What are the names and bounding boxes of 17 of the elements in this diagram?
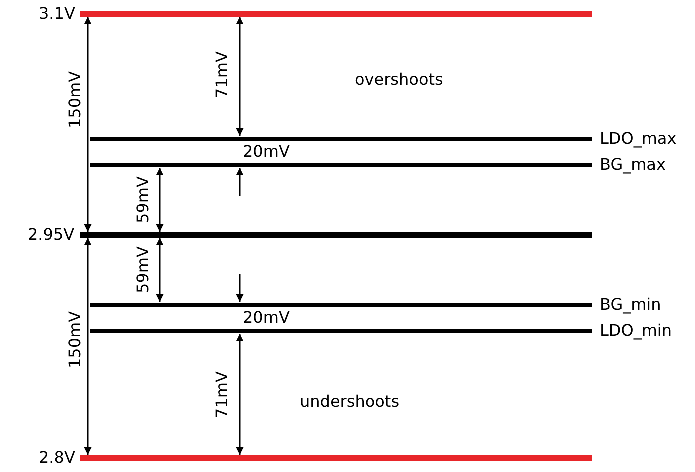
voltage-label: 2.95V (28, 226, 75, 244)
region-label: undershoots (300, 393, 400, 411)
dimension-label: 20mV (243, 143, 290, 161)
dimension-label: 71mV (212, 372, 231, 418)
dimension-label: 59mV (134, 246, 152, 294)
dimension-label: 59mV (134, 176, 152, 224)
voltage-label: 2.8V (39, 449, 76, 467)
level-label: BG_min (600, 296, 662, 314)
dimension-label: 150mV (66, 71, 84, 129)
dimension-label: 71mV (212, 52, 231, 98)
level-label: BG_max (600, 156, 666, 174)
region-label: overshoots (355, 71, 444, 89)
dimension-label: 150mV (66, 311, 84, 369)
level-label: LDO_max (600, 130, 677, 148)
level-label: LDO_min (600, 322, 672, 340)
voltage-label: 3.1V (39, 5, 76, 23)
dimension-label: 20mV (243, 309, 290, 327)
